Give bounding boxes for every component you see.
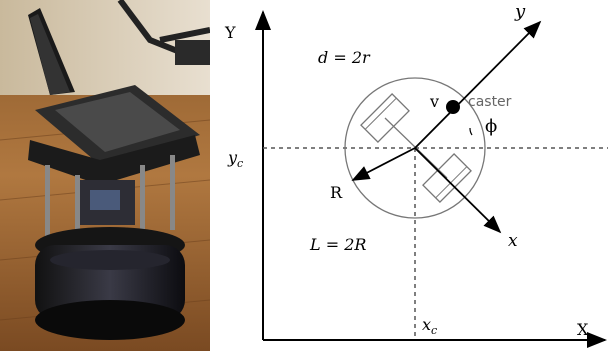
d-label: d = 2r: [318, 48, 371, 67]
phi-angle-arc: [469, 127, 473, 136]
caster-dot: [446, 100, 460, 114]
robot-body-circle: [344, 77, 486, 219]
radius-arrow: [351, 147, 416, 181]
body-y-label: y: [514, 1, 526, 22]
caster-label: caster: [468, 94, 512, 110]
body-x-axis: [414, 147, 502, 234]
L-label: L = 2R: [309, 235, 366, 254]
body-y-axis: [414, 20, 542, 149]
yc-label: yc: [227, 148, 243, 170]
axis-y-label: Y: [224, 23, 236, 42]
axis-x-label: X: [577, 320, 589, 339]
v-label: v: [429, 92, 439, 111]
xc-label: xc: [422, 315, 437, 337]
robot-photo: [0, 0, 210, 351]
phi-label: ϕ: [485, 116, 497, 137]
R-label: R: [330, 183, 343, 202]
body-x-label: x: [508, 231, 518, 251]
kinematics-diagram: Y X y x yc xc d = 2r L = 2R v caster ϕ R: [224, 1, 608, 348]
